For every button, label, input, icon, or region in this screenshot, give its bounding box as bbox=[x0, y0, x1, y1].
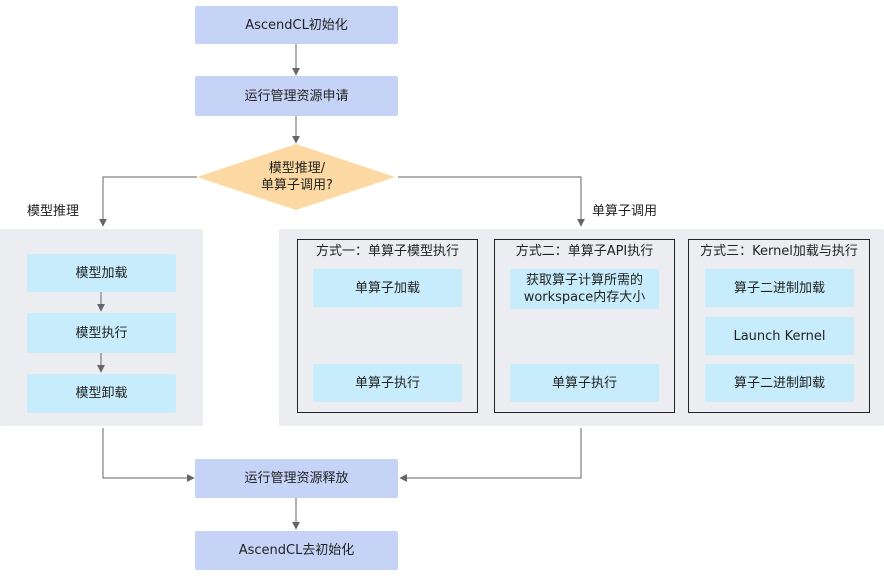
init-label: AscendCL初始化 bbox=[245, 17, 348, 33]
method-1-step-load: 单算子加载 bbox=[313, 269, 462, 307]
edge-decision-to-operator bbox=[398, 176, 585, 227]
method-3-step-binary-load-label: 算子二进制加载 bbox=[733, 280, 825, 296]
model-execute-label: 模型执行 bbox=[75, 325, 128, 341]
method-2-step-workspace: 获取算子计算所需的 workspace内存大小 bbox=[510, 269, 659, 309]
method-2-step-execute: 单算子执行 bbox=[510, 364, 659, 402]
method-3-step-launch-kernel-label: Launch Kernel bbox=[733, 328, 826, 344]
branch-label-operator: 单算子调用 bbox=[592, 204, 658, 219]
finalize-label: AscendCL去初始化 bbox=[238, 543, 355, 558]
edge-model-to-release bbox=[102, 428, 195, 482]
resource-release-node: 运行管理资源释放 bbox=[195, 459, 398, 498]
method-3-step-binary-unload-label: 算子二进制卸载 bbox=[733, 375, 825, 391]
method-3-step-launch-kernel: Launch Kernel bbox=[705, 317, 854, 355]
method-2-step-workspace-label: 获取算子计算所需的 workspace内存大小 bbox=[523, 273, 646, 305]
edge-decision-to-model bbox=[99, 176, 197, 227]
decision-label: 模型推理/ 单算子调用? bbox=[261, 161, 333, 193]
method-1-step-load-label: 单算子加载 bbox=[354, 280, 420, 296]
method-1-step-execute-label: 单算子执行 bbox=[354, 375, 420, 391]
method-3-step-binary-unload: 算子二进制卸载 bbox=[705, 364, 854, 402]
finalize-node: AscendCL去初始化 bbox=[195, 531, 398, 570]
model-unload-label: 模型卸载 bbox=[75, 386, 128, 401]
model-load-label: 模型加载 bbox=[75, 265, 128, 281]
edge-operator-to-release bbox=[399, 428, 582, 482]
model-unload-node: 模型卸载 bbox=[27, 374, 176, 413]
branch-label-model: 模型推理 bbox=[27, 204, 80, 219]
resource-release-label: 运行管理资源释放 bbox=[244, 471, 349, 486]
method-3-step-binary-load: 算子二进制加载 bbox=[705, 269, 854, 307]
init-node: AscendCL初始化 bbox=[195, 6, 398, 44]
model-load-node: 模型加载 bbox=[27, 254, 176, 292]
resource-request-node: 运行管理资源申请 bbox=[195, 76, 398, 116]
method-3-title: 方式三：Kernel加载与执行 bbox=[700, 244, 858, 259]
method-1-step-execute: 单算子执行 bbox=[313, 364, 462, 402]
model-execute-node: 模型执行 bbox=[27, 313, 176, 353]
resource-request-label: 运行管理资源申请 bbox=[244, 88, 349, 104]
method-2-title: 方式二：单算子API执行 bbox=[515, 244, 654, 259]
method-1-title: 方式一：单算子模型执行 bbox=[315, 244, 459, 259]
method-2-step-execute-label: 单算子执行 bbox=[551, 375, 617, 391]
